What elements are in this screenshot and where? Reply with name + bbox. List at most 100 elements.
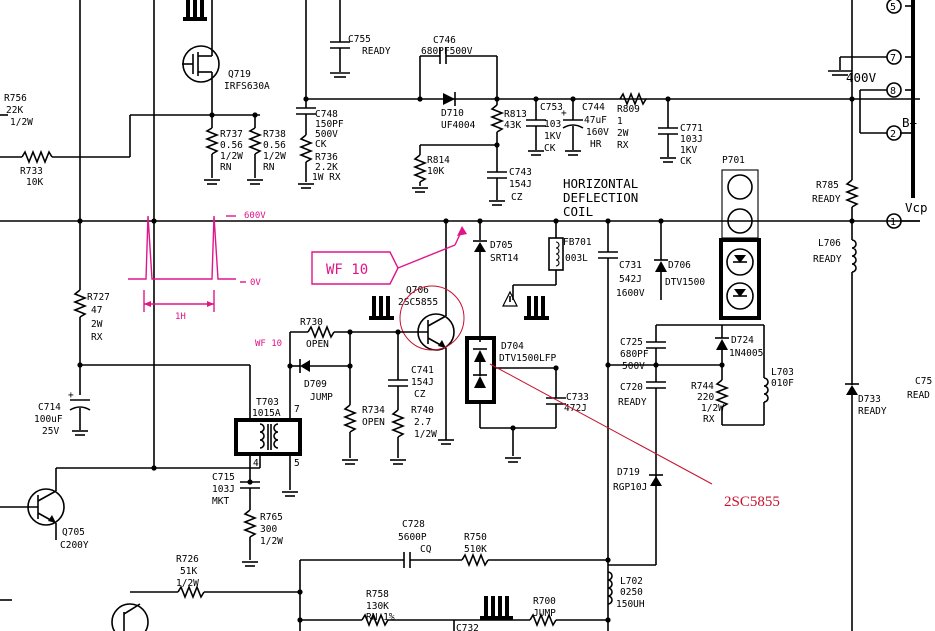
r740-val2: 1/2W — [414, 429, 437, 440]
c733-val: 472J — [564, 403, 587, 414]
c743-val2: CZ — [511, 192, 523, 203]
r740-val: 2.7 — [414, 417, 431, 428]
r809-ref: R809 — [617, 104, 640, 115]
c725-val: 680PF — [620, 349, 649, 360]
fb701-val: 003L — [565, 253, 588, 264]
q706-val: 2SC5855 — [398, 297, 438, 308]
bottom-network: C728 5600P CQ R750 510K R726 51K 1/2W R7… — [0, 519, 608, 631]
c741-val: 154J — [411, 377, 434, 388]
c715-val: 103J — [212, 484, 235, 495]
r740-ref: R740 — [411, 405, 434, 416]
c753-capacitor: C753 103 1KV CK — [526, 99, 563, 156]
r814-ref: R814 — [427, 155, 450, 166]
c744-val2: 160V — [586, 127, 609, 138]
d733-diode: D733 READY — [845, 383, 887, 631]
vcp-label: Vcp — [905, 200, 928, 215]
c732-ref: C732 — [456, 623, 479, 631]
junction-dots — [77, 96, 855, 623]
r785-val: READY — [812, 194, 841, 205]
p701-ref: P701 — [722, 155, 745, 166]
r738-val2: 1/2W — [263, 151, 286, 162]
wf10-small-tag: WF 10 — [255, 339, 282, 349]
r738-ref: R738 — [263, 129, 286, 140]
r765-val2: 1/2W — [260, 536, 283, 547]
r744-val3: RX — [703, 414, 715, 425]
c728-val: 5600P — [398, 532, 427, 543]
c744-val: 47uF — [584, 115, 607, 126]
r814-val: 10K — [427, 166, 444, 177]
r727-val3: RX — [91, 332, 103, 343]
pin-8-label: 8 — [890, 86, 896, 97]
c755-capacitor: C755 READY — [330, 0, 391, 78]
r700-ref: R700 — [533, 596, 556, 607]
c755-val: READY — [362, 46, 391, 57]
c733-ref: C733 — [566, 392, 589, 403]
d705-val: SRT14 — [490, 253, 519, 264]
c714-ref: C714 — [38, 402, 61, 413]
r814-resistor: R814 10K — [412, 144, 497, 193]
l703-inductor: L703 010F — [722, 325, 794, 426]
r809-val: 1 — [617, 116, 623, 127]
r756-resistor: R756 22K 1/2W — [4, 93, 33, 128]
c720-val: READY — [618, 397, 647, 408]
section-title: HORIZONTAL DEFLECTION COIL — [563, 176, 638, 219]
c715-capacitor: C715 103J MKT — [212, 472, 260, 510]
bplus-label: B+ — [902, 115, 917, 130]
d724-ref: D724 — [731, 335, 754, 346]
c748-val3: CK — [315, 139, 327, 150]
r758-ref: R758 — [366, 589, 389, 600]
c75x-val: READ — [907, 390, 930, 401]
r726-val: 51K — [180, 566, 197, 577]
c744-val3: HR — [590, 139, 602, 150]
c714-val: 100uF — [34, 414, 63, 425]
r758-val: 130K — [366, 601, 389, 612]
c714-capacitor: + C714 100uF 25V — [34, 390, 91, 437]
c753-val3: CK — [544, 143, 556, 154]
q706-transistor: Q706 2SC5855 — [369, 221, 465, 440]
d709-val: JUMP — [310, 392, 333, 403]
r737-val2: 1/2W — [220, 151, 243, 162]
r813-ref: R813 — [504, 109, 527, 120]
t703-val: 1015A — [252, 408, 281, 419]
c744-ref: C744 — [582, 102, 605, 113]
c725-val2: 500V — [622, 361, 645, 372]
section-title-line2: DEFLECTION — [563, 190, 638, 205]
c771-val3: CK — [680, 156, 692, 167]
fb701-bead: FB701 003L — [502, 221, 592, 320]
r730-ref: R730 — [300, 317, 323, 328]
c771-val2: 1KV — [680, 145, 697, 156]
r727-val: 47 — [91, 305, 102, 316]
r736-ref: R736 — [315, 152, 338, 163]
c720-capacitor: C720 READY — [618, 381, 666, 470]
part-callout: 2SC5855 — [489, 363, 780, 510]
d719-diode: D719 RGP10J — [608, 467, 663, 566]
c748-capacitor: C748 150PF 500V CK — [296, 0, 344, 150]
r756-ref: R756 — [4, 93, 27, 104]
c753-ref: C753 — [540, 102, 563, 113]
d719-val: RGP10J — [613, 482, 647, 493]
c741-val2: CZ — [414, 389, 426, 400]
d706-ref: D706 — [668, 260, 691, 271]
power-rails — [0, 0, 920, 469]
c746-val: 680PF500V — [421, 46, 473, 57]
r785-resistor: R785 READY — [812, 0, 860, 221]
callout-part-label: 2SC5855 — [724, 494, 780, 510]
d705-diode: D705 SRT14 — [473, 221, 519, 342]
q719-val: IRFS630A — [224, 81, 270, 92]
c746-ref: C746 — [433, 35, 456, 46]
r809-resistor: R809 1 2W RX — [617, 91, 647, 151]
d704-diode: D704 DTV1500LFP — [465, 336, 556, 463]
d706-diode: D706 DTV1500 — [654, 221, 705, 300]
c743-val: 154J — [509, 179, 532, 190]
svg-text:+: + — [561, 108, 567, 119]
c755-ref: C755 — [348, 34, 371, 45]
pin-7-label: 7 — [890, 53, 896, 64]
c728-ref: C728 — [402, 519, 425, 530]
r809-val3: RX — [617, 140, 629, 151]
r809-val2: 2W — [617, 128, 629, 139]
pin-5-label: 5 — [890, 2, 896, 13]
q719-ref: Q719 — [228, 69, 251, 80]
r734-resistor: R734 OPEN — [342, 404, 385, 465]
